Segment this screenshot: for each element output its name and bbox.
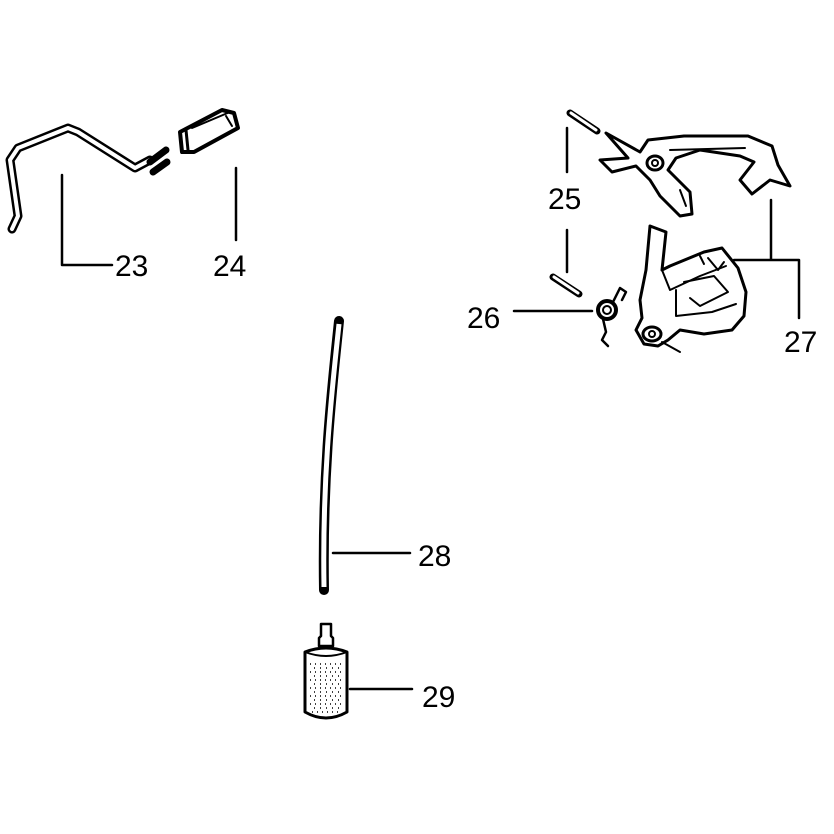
part-29-filter	[303, 622, 349, 720]
part-24-sleeve	[178, 108, 240, 154]
callout-29: 29	[422, 681, 455, 714]
callout-28: 28	[418, 540, 451, 573]
part-23-rod	[5, 123, 171, 234]
part-25-pins	[549, 109, 601, 298]
callout-26: 26	[467, 302, 500, 335]
part-26-spring	[596, 286, 628, 348]
part-28-hose	[318, 316, 344, 595]
callout-24: 24	[213, 250, 246, 283]
part-callouts: 23 24 25 26 27 28 29	[115, 183, 817, 714]
leader-23	[60, 173, 114, 267]
leader-27	[732, 198, 801, 320]
callout-23: 23	[115, 250, 148, 283]
leader-lines	[60, 126, 801, 691]
part-27-trigger-upper	[598, 131, 792, 218]
callout-27: 27	[784, 326, 817, 359]
part-27-trigger-lower	[634, 224, 748, 353]
callout-25: 25	[548, 183, 581, 216]
